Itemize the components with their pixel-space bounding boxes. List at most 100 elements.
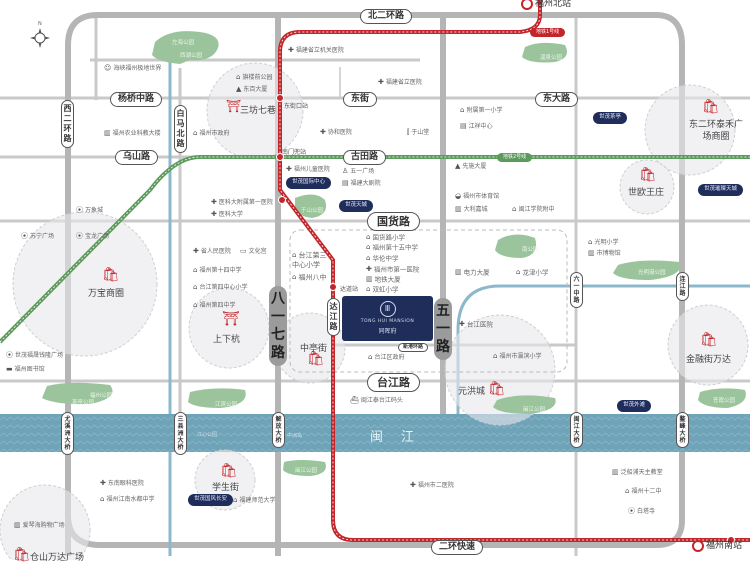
location-pin-icon: ⦿ <box>628 507 635 515</box>
school-icon: ⌂ <box>292 251 297 259</box>
poi-fu1y: ✚福州市第一医院 <box>366 266 419 273</box>
park-wenquan: 温泉公园 <box>540 55 563 61</box>
badge-shimao-tiancheng[interactable]: 世茂天城 <box>339 200 374 212</box>
poi-label: 地铁大厦 <box>374 275 401 284</box>
project-zone <box>289 229 568 373</box>
poi-label: 东百大厦 <box>243 86 268 93</box>
poi-yike: ✚医科大学 <box>211 211 243 218</box>
shopping-bag-icon: 🛍 <box>488 381 506 397</box>
area-dongerhuan: 东二环泰禾广场商圈 <box>688 120 743 142</box>
poi-label: 福州图书馆 <box>14 366 45 373</box>
school-icon: ⌂ <box>512 205 517 213</box>
hospital-icon: ✚ <box>459 320 465 328</box>
poi-jingde: ⌂旗楼前公园 <box>236 74 272 81</box>
road-yangqiao: 杨桥中路 <box>110 92 163 107</box>
poi-label: 白塔寺 <box>637 508 656 515</box>
school-icon: ⌂ <box>193 283 198 291</box>
poi-haixia: ☺海峡福州极地世界 <box>104 65 161 72</box>
park-fuzhou: 福州公园 <box>90 393 113 399</box>
poi-fu8: ⌂福州八中 <box>292 274 326 282</box>
poi-label: 苏宁广场 <box>30 233 55 240</box>
station-dadao: 达道站 <box>340 286 359 293</box>
poi-xiehe: ✚协和医院 <box>320 129 352 136</box>
guangming-canal <box>456 284 750 414</box>
park-jiangbin: 江滨公园 <box>215 402 238 408</box>
school-icon: ⌂ <box>460 106 465 114</box>
poi-label: 协和医院 <box>327 129 352 136</box>
building-icon: ▭ <box>240 247 247 255</box>
hospital-icon: ✚ <box>211 198 217 206</box>
poi-label: 福州第十五中学 <box>372 243 418 252</box>
badge-shimao-chating[interactable]: 世茂茶亭 <box>593 112 628 124</box>
badge-shimao-cuican[interactable]: 世茂璀璨天城 <box>698 184 744 196</box>
road-dongda: 东大路 <box>535 92 579 107</box>
road-wushan: 乌山路 <box>115 150 159 165</box>
poi-tianzhu: ▥泛船浦天主教堂 <box>612 469 663 476</box>
hospital-icon: ✚ <box>286 165 292 173</box>
badge-shimao-guoji[interactable]: 世茂国际中心 <box>286 177 332 189</box>
bridge-minjiang: 闽江大桥 <box>570 412 583 448</box>
poi-label: 福建大剧院 <box>350 180 381 187</box>
shopping-bag-icon: 🛍 <box>13 547 31 563</box>
statue-icon: ♙ <box>342 167 349 175</box>
poi-wanxiang: ⦿万象城 <box>76 207 103 214</box>
poi-wuyi-sq: ♙五一广场 <box>342 168 374 175</box>
location-pin-icon: ⦿ <box>6 351 13 359</box>
poi-label: 闽江学院附中 <box>518 206 555 213</box>
project-tonghui-mansion[interactable]: Ⅲ TONG HUI MANSION 同晖府 <box>342 296 433 341</box>
ship-icon: ⛴ <box>350 396 359 404</box>
railway-icon <box>521 0 533 10</box>
poi-guohuo-xx: ⌂国货路小学 <box>366 234 405 241</box>
area-wanbao: 万宝商圈 <box>88 289 125 299</box>
poi-shengli: ✚福建省立机关医院 <box>288 47 344 54</box>
poi-label: 文化宫 <box>248 248 267 255</box>
poi-minjiang-xue: ⌂闽江学院附中 <box>512 206 554 213</box>
poi-label: 福州农业科教大楼 <box>112 130 161 137</box>
park-minjiang: 闽江公园 <box>523 407 546 413</box>
poi-fujian-theatre: ▤福建大剧院 <box>342 180 381 187</box>
poi-guangming: ⌂光明小学 <box>588 239 618 246</box>
bridge-jiefang: 解放大桥 <box>272 412 285 448</box>
poi-label: 闽江泰台江码头 <box>360 397 403 404</box>
poi-label: 台江第三中心小学 <box>292 251 327 269</box>
poi-label: 泛船浦天主教堂 <box>620 469 663 476</box>
poi-label: 台江区政府 <box>374 354 405 361</box>
poi-shengzhong: ✚福建省立医院 <box>378 79 422 86</box>
building-icon: ▤ <box>460 122 467 130</box>
poi-yingbin: ⌂福州市瀛滨小学 <box>493 353 541 360</box>
hospital-icon: ✚ <box>410 481 416 489</box>
poi-label: 宝龙广场 <box>85 233 110 240</box>
poi-label: 福州第十四中学 <box>199 267 242 274</box>
road-guohuo: 国货路 <box>367 212 420 231</box>
park-xihu: 西湖公园 <box>180 53 203 59</box>
badge-shimao-guofeng[interactable]: 世茂国风长安 <box>188 494 234 506</box>
poi-label: 于山堂 <box>411 129 430 136</box>
road-west-ring: 西二环路 <box>61 100 74 148</box>
badge-shimao-waitan[interactable]: 世茂外滩 <box>617 400 652 412</box>
project-logo-icon: Ⅲ <box>379 301 396 317</box>
metro-line-2-dash <box>0 156 750 343</box>
poi-label: 福州江南水都中学 <box>106 496 155 503</box>
hospital-icon: ✚ <box>211 210 217 218</box>
area-shiou: 世欧王庄 <box>628 188 665 198</box>
poi-label: 福州市体育馆 <box>463 193 500 200</box>
school-icon: ⌂ <box>292 273 297 281</box>
poi-jiangyun: ▤江祥中心 <box>460 123 493 130</box>
shopping-bag-icon: 🛍 <box>102 267 120 283</box>
poi-dali: ▥大利嘉城 <box>455 206 488 213</box>
poi-shuanghong: ⌂双虹小学 <box>366 286 398 293</box>
poi-tj4: ⌂台江第四中心小学 <box>193 284 247 291</box>
poi-bowu: ▥市博物馆 <box>588 250 621 257</box>
shopping-bag-icon: 🛍 <box>307 351 325 367</box>
theatre-icon: ▤ <box>342 179 349 187</box>
rail-station-south: 福州南站 <box>692 538 742 552</box>
poi-yanta: ⦿白塔寺 <box>628 508 655 515</box>
poi-label: 双虹小学 <box>372 285 399 294</box>
poi-label: 福建省立医院 <box>385 79 422 86</box>
poi-shimao-jy: ⦿世茂福晟钱隆广场 <box>6 352 63 359</box>
poi-label: 爱琴海购物广场 <box>22 522 65 529</box>
road-taijiang: 台江路 <box>367 373 420 392</box>
park-yushan: 于山公园 <box>301 208 324 214</box>
poi-shengren: ✚省人民医院 <box>193 248 231 255</box>
hospital-icon: ✚ <box>100 479 106 487</box>
